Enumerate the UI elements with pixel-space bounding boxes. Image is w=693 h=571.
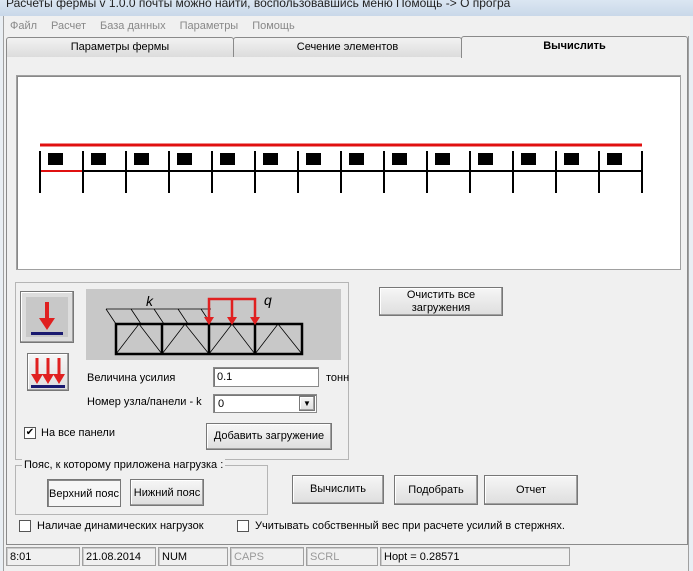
panel-node-marker	[306, 153, 321, 165]
calculate-button[interactable]: Вычислить	[292, 475, 384, 504]
status-scrl: SCRL	[306, 547, 378, 566]
top-chord-button[interactable]: Верхний пояс	[47, 479, 121, 507]
truss-drawing	[39, 143, 643, 193]
node-label: Номер узла/панели - k	[87, 396, 202, 408]
menu-bar: Файл Расчет База данных Параметры Помощь	[4, 16, 690, 36]
tab-panel: k q Величина усилия тонн Номер узла/пане…	[6, 57, 688, 545]
load-diagram: k q	[86, 289, 341, 360]
force-unit: тонн	[326, 372, 350, 384]
panel-node-marker	[607, 153, 622, 165]
point-load-button[interactable]	[20, 291, 74, 343]
panel-node-marker	[521, 153, 536, 165]
truss-canvas[interactable]	[16, 75, 681, 270]
node-select-value: 0	[218, 398, 225, 410]
tab-calculate[interactable]: Вычислить	[461, 36, 688, 58]
distributed-load-button[interactable]	[27, 353, 69, 391]
distributed-load-icon	[31, 358, 65, 388]
status-caps: CAPS	[230, 547, 304, 566]
panel-node-marker	[349, 153, 364, 165]
force-label: Величина усилия	[87, 372, 176, 384]
add-load-button[interactable]: Добавить загружение	[206, 423, 332, 450]
select-button[interactable]: Подобрать	[394, 475, 478, 505]
report-button[interactable]: Отчет	[484, 475, 578, 505]
q-label: q	[264, 292, 272, 308]
node-select[interactable]: 0 ▼	[213, 394, 317, 413]
panel-node-marker	[478, 153, 493, 165]
point-load-icon	[26, 297, 68, 337]
menu-calc[interactable]: Расчет	[51, 20, 87, 32]
status-bar: 8:01 21.08.2014 NUM CAPS SCRL Hopt = 0.2…	[4, 545, 690, 569]
status-hopt: Hopt = 0.28571	[380, 547, 570, 566]
panel-node-marker	[435, 153, 450, 165]
panel-node-marker	[392, 153, 407, 165]
menu-database[interactable]: База данных	[100, 20, 166, 32]
self-weight-label: Учитывать собственный вес при расчете ус…	[255, 520, 565, 532]
clear-loads-button[interactable]: Очистить все загружения	[379, 287, 503, 316]
status-time: 8:01	[6, 547, 80, 566]
panel-node-marker	[48, 153, 63, 165]
self-weight-checkbox[interactable]	[237, 520, 249, 532]
tab-sections[interactable]: Сечение элементов	[233, 37, 462, 57]
dynamic-loads-checkbox[interactable]	[19, 520, 31, 532]
main-window: Файл Расчет База данных Параметры Помощь…	[3, 16, 690, 571]
panel-node-marker	[177, 153, 192, 165]
all-panels-label: На все панели	[41, 427, 115, 439]
status-date: 21.08.2014	[82, 547, 156, 566]
panel-node-marker	[91, 153, 106, 165]
panel-node-marker	[564, 153, 579, 165]
panel-node-marker	[134, 153, 149, 165]
k-label: k	[146, 293, 154, 309]
bottom-chord-button[interactable]: Нижний пояс	[130, 479, 204, 506]
force-input[interactable]	[213, 367, 319, 387]
menu-help[interactable]: Помощь	[252, 20, 295, 32]
tab-truss-params[interactable]: Параметры фермы	[6, 37, 234, 57]
chevron-down-icon[interactable]: ▼	[299, 396, 315, 411]
status-num: NUM	[158, 547, 228, 566]
all-panels-checkbox[interactable]: ✔	[24, 427, 36, 439]
dynamic-loads-label: Наличае динамических нагрузок	[37, 520, 204, 532]
panel-node-marker	[263, 153, 278, 165]
menu-params[interactable]: Параметры	[179, 20, 239, 32]
panel-node-marker	[220, 153, 235, 165]
window-title: Расчеты фермы v 1.0.0 почты можно найти,…	[6, 0, 511, 10]
chord-group-legend: Пояс, к которому приложена нагрузка :	[22, 459, 226, 471]
menu-file[interactable]: Файл	[10, 20, 38, 32]
title-bar: Расчеты фермы v 1.0.0 почты можно найти,…	[0, 0, 693, 16]
